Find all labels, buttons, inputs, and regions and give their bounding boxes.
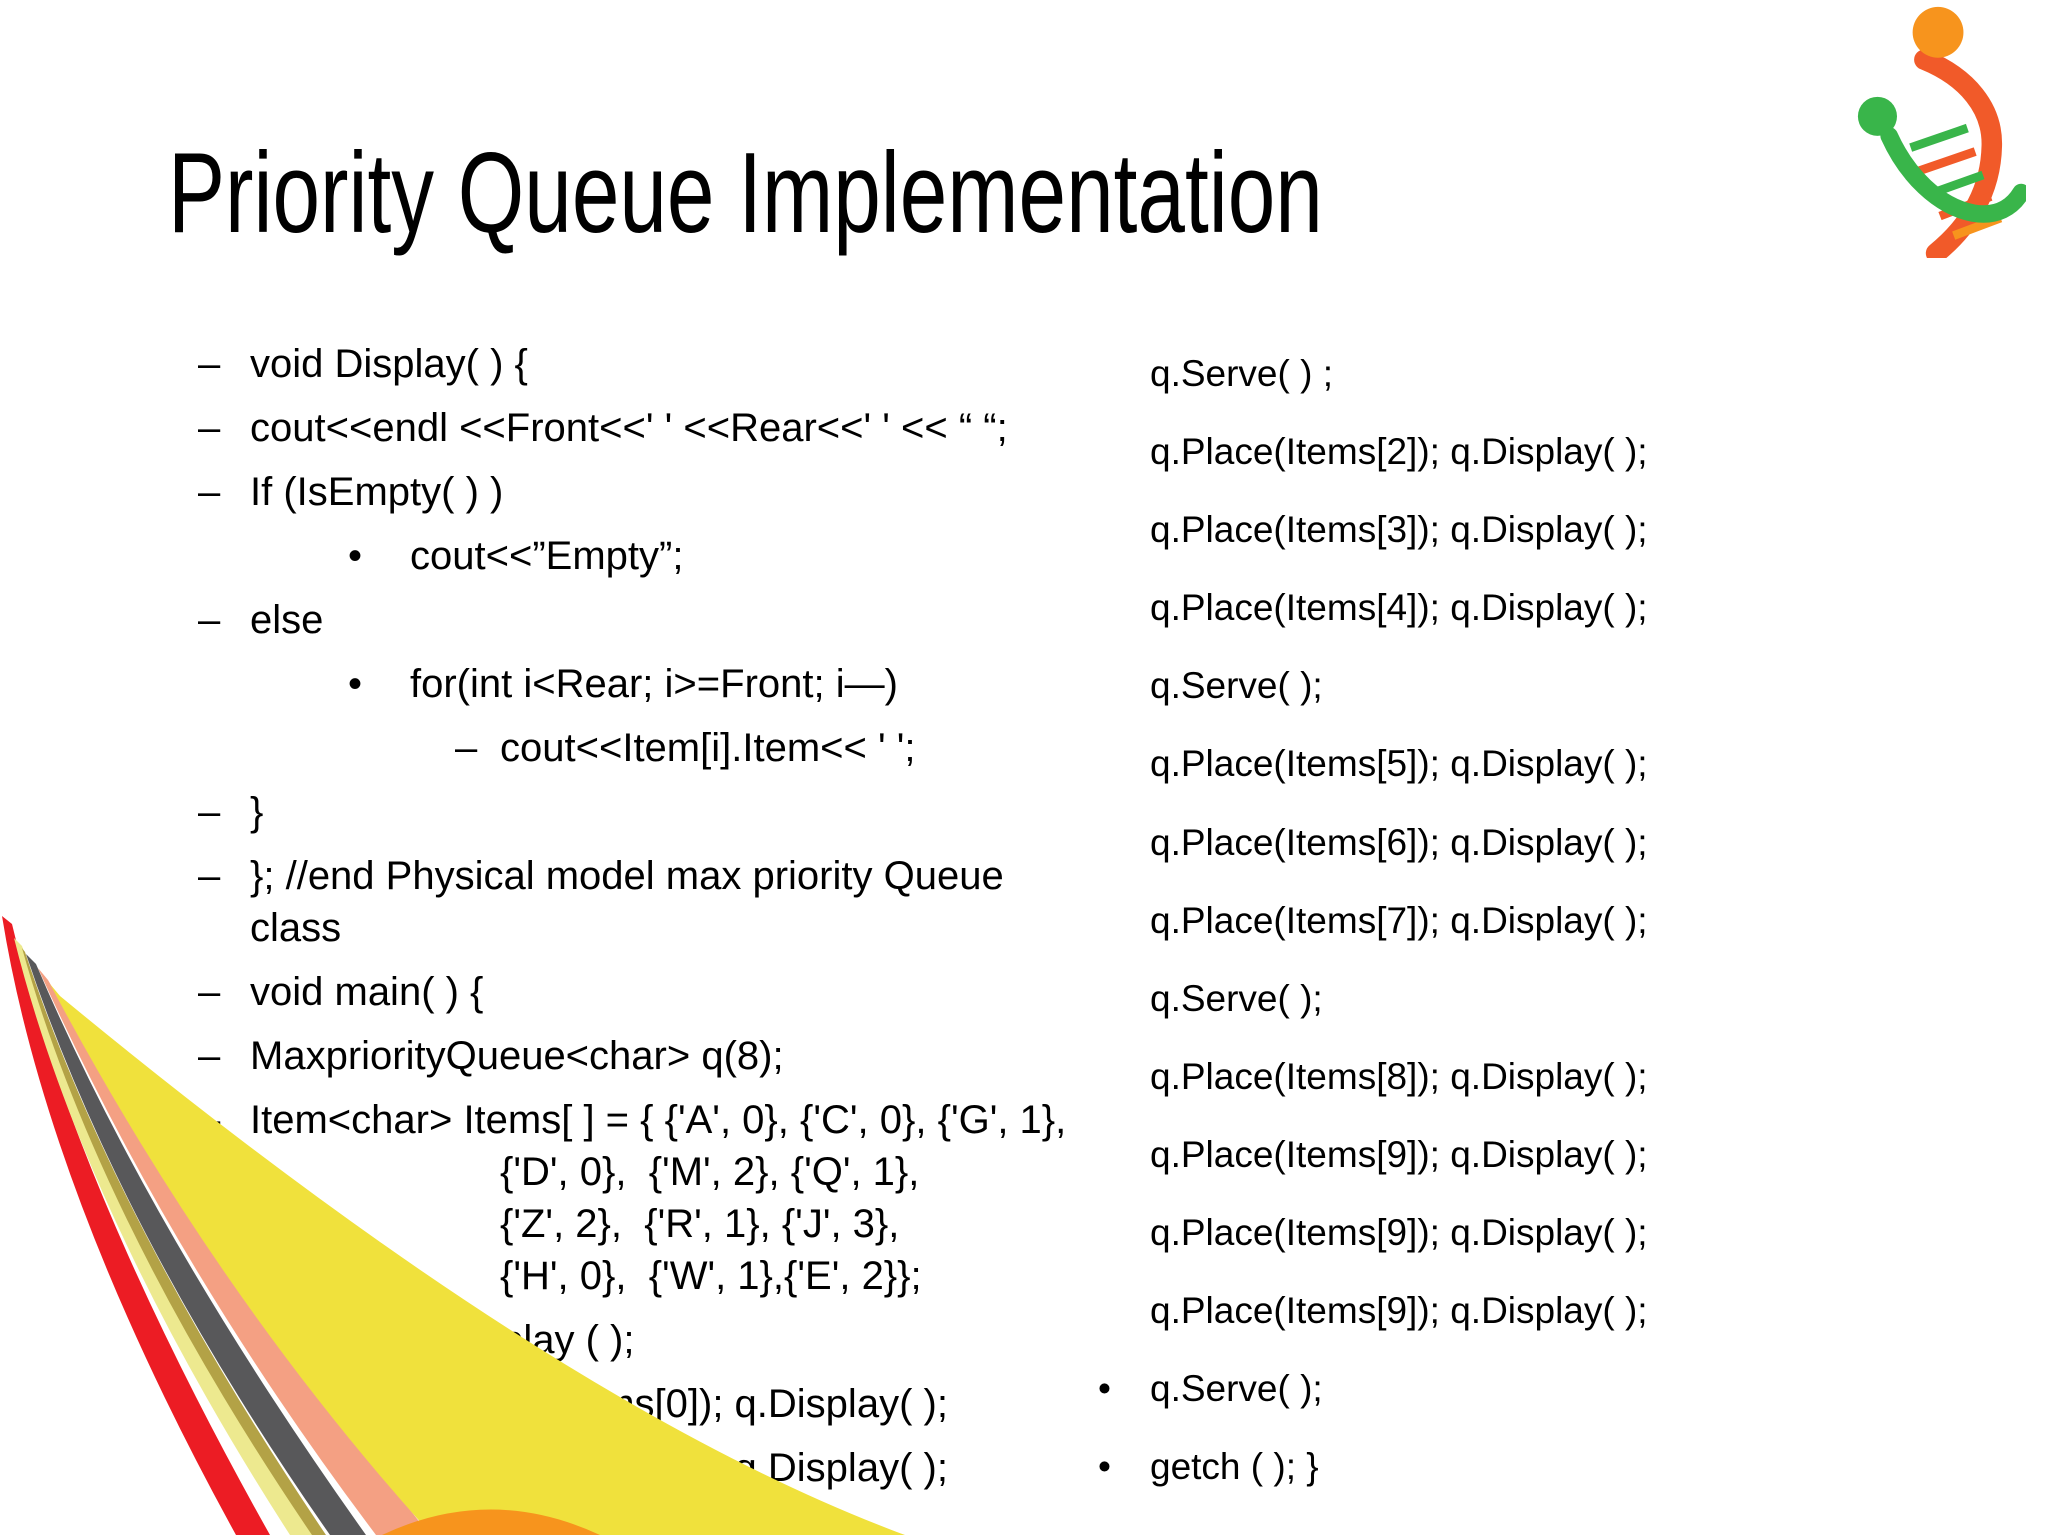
logo-rung	[1909, 123, 1969, 152]
code-text: cout<<”Empty”;	[410, 534, 684, 578]
code-text: q.Place(Items[7]); q.Display( );	[1150, 899, 1648, 941]
code-text: q.Place(Items[9]); q.Display( );	[1150, 1212, 1648, 1254]
code-column-right: q.Serve( ) ; q.Place(Items[2]); q.Displa…	[1096, 350, 2026, 1521]
code-text: If (IsEmpty( ) )	[250, 470, 504, 514]
code-text: q.Place(Items[8]); q.Display( );	[1150, 1055, 1648, 1097]
bullet-marker: –	[198, 598, 221, 642]
code-line: q.Place(Items[9]); q.Display( );	[1096, 1287, 2026, 1335]
bullet-marker: –	[455, 726, 478, 770]
code-text: q.Serve( );	[1150, 977, 1323, 1019]
code-text: q.Place(Items[5]); q.Display( );	[1150, 743, 1648, 785]
code-line: – cout<<endl <<Front<<' ' <<Rear<<' ' <<…	[0, 402, 1150, 454]
bullet-marker: •	[348, 662, 363, 706]
bullet-marker: –	[198, 1034, 221, 1078]
code-line: • for(int i<Rear; i>=Front; i—)	[0, 658, 1150, 710]
bullet-marker: –	[198, 470, 221, 514]
swoosh-orange-sliver	[382, 1509, 600, 1535]
code-line: – }	[0, 786, 1150, 838]
code-line: q.Place(Items[8]); q.Display( );	[1096, 1053, 2026, 1101]
logo-orange-head	[1912, 6, 1964, 58]
logo-rung	[1917, 147, 1977, 176]
bullet-marker: –	[198, 342, 221, 386]
code-text: q.Place(Items[9]); q.Display( );	[1150, 1290, 1648, 1332]
code-text: q.Place(Items[9]); q.Display( );	[1150, 1133, 1648, 1175]
code-text: else	[250, 598, 324, 642]
code-line: q.Serve( );	[1096, 662, 2026, 710]
code-text: Item<char> Items[ ] = { {'A', 0}, {'C', …	[250, 1094, 1066, 1302]
code-line: q.Serve( );	[1096, 975, 2026, 1023]
code-text: MaxpriorityQueue<char> q(8);	[250, 1034, 784, 1078]
code-line: – MaxpriorityQueue<char> q(8);	[0, 1030, 1150, 1082]
code-text: q.Place(Items[2]); q.Display( );	[1150, 431, 1648, 473]
code-line: • cout<<”Empty”;	[0, 530, 1150, 582]
code-line: – void main( ) {	[0, 966, 1150, 1018]
code-line: – void Display( ) {	[0, 338, 1150, 390]
code-line: q.Place(Items[3]); q.Display( );	[1096, 506, 2026, 554]
code-line: q.Place(Items[6]); q.Display( );	[1096, 819, 2026, 867]
code-continuation: {'D', 0}, {'M', 2}, {'Q', 1},{'Z', 2}, {…	[500, 1150, 922, 1298]
code-text: q.Place(Items[4]); q.Display( );	[1150, 587, 1648, 629]
code-text: q.Place(Items[3]); q.Display( );	[1150, 509, 1648, 551]
dna-people-logo	[1857, 6, 2026, 258]
bullet-marker: •	[1098, 1368, 1111, 1410]
code-text: cout<<Item[i].Item<< ' ';	[500, 726, 916, 770]
swoosh-yellow-ribbon	[50, 984, 905, 1535]
code-text: }	[250, 790, 264, 834]
bullet-marker: –	[198, 970, 221, 1014]
code-line: – else	[0, 594, 1150, 646]
bullet-marker: •	[348, 534, 363, 578]
code-line: q.Place(Items[7]); q.Display( );	[1096, 897, 2026, 945]
code-line: q.Place(Items[4]); q.Display( );	[1096, 584, 2026, 632]
code-line: – If (IsEmpty( ) )	[0, 466, 1150, 518]
bullet-marker: –	[198, 406, 221, 450]
logo-green-head	[1857, 96, 1897, 136]
code-text: q.Place(Items[6]); q.Display( );	[1150, 821, 1648, 863]
code-text: void Display( ) {	[250, 342, 528, 386]
swoosh-decoration	[2, 916, 905, 1535]
code-line: q.Place(Items[9]); q.Display( );	[1096, 1209, 2026, 1257]
code-text: void main( ) {	[250, 970, 484, 1014]
code-line: q.Serve( ) ;	[1096, 350, 2026, 398]
code-text: }; //end Physical model max priority Que…	[250, 854, 1004, 950]
bullet-marker: –	[198, 854, 221, 898]
code-line: – }; //end Physical model max priority Q…	[0, 850, 1150, 954]
code-text: q.Serve( );	[1150, 1368, 1323, 1410]
logo-orange-strand	[1914, 49, 2003, 258]
code-text: getch ( ); }	[1150, 1446, 1319, 1488]
bullet-marker: –	[198, 790, 221, 834]
code-text: cout<<endl <<Front<<' ' <<Rear<<' ' << “…	[250, 406, 1008, 450]
code-text: q.Serve( );	[1150, 665, 1323, 707]
code-text: for(int i<Rear; i>=Front; i—)	[410, 662, 898, 706]
bullet-marker: •	[1098, 1446, 1111, 1488]
page-title: Priority Queue Implementation	[168, 130, 1323, 257]
code-line: • getch ( ); }	[1096, 1443, 2026, 1491]
code-text: q.Serve( ) ;	[1150, 353, 1333, 394]
code-line: q.Place(Items[9]); q.Display( );	[1096, 1131, 2026, 1179]
code-line: q.Place(Items[2]); q.Display( );	[1096, 428, 2026, 476]
logo-green-strand	[1880, 127, 2026, 223]
code-line: • q.Serve( );	[1096, 1365, 2026, 1413]
code-line: – cout<<Item[i].Item<< ' ';	[0, 722, 1150, 774]
code-line: q.Place(Items[5]); q.Display( );	[1096, 740, 2026, 788]
